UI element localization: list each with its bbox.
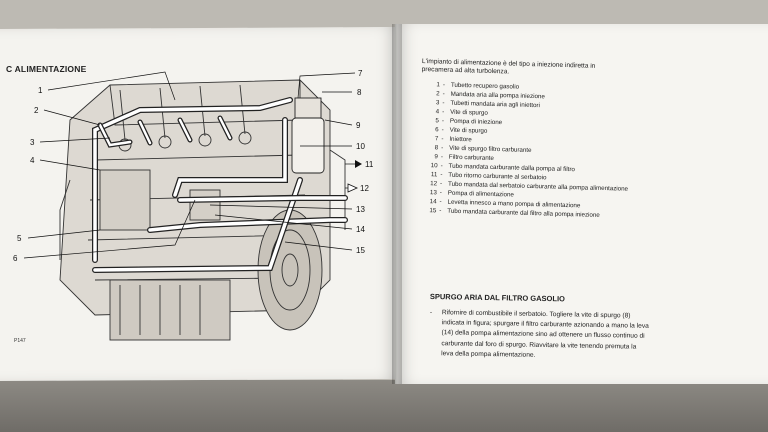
callout-14: 14 [356,225,365,234]
legend-number: 5 [435,117,439,125]
callout-3: 3 [30,138,35,147]
legend-number: 1 [436,81,440,89]
legend-number: 15 [429,207,437,215]
legend-number: 2 [436,90,440,98]
legend-dash: - [441,135,444,143]
callout-7: 7 [358,69,363,78]
legend-number: 7 [434,135,439,143]
callout-labels: 1 2 3 4 5 6 7 8 9 10 11 12 13 14 15 [13,69,374,263]
legend-dash: - [441,117,445,125]
legend-dash: - [442,108,445,116]
legend-number: 9 [434,153,438,161]
section-title: C ALIMENTAZIONE [6,64,87,74]
legend-number: 8 [434,144,439,152]
legend-number: 14 [429,198,437,206]
legend-dash: - [441,144,444,152]
purge-bullet: - [429,308,433,317]
legend-dash: - [440,171,443,179]
callout-11: 11 [365,160,374,169]
callout-6: 6 [13,254,18,263]
callout-8: 8 [357,88,362,97]
legend-number: 11 [430,171,438,179]
legend-dash: - [440,180,443,188]
legend-number: 3 [435,99,440,107]
legend-dash: - [440,162,443,170]
legend-number: 12 [430,180,438,188]
legend-number: 10 [430,162,438,170]
callout-9: 9 [356,121,361,130]
flow-arrows [347,160,362,193]
callout-15: 15 [356,246,365,255]
callout-13: 13 [356,205,365,214]
book-gutter [392,24,402,384]
callout-12: 12 [360,184,369,193]
legend-dash: - [441,126,444,134]
fuel-filter [291,97,325,174]
legend-number: 13 [429,189,437,197]
legend-dash: - [440,153,444,161]
engine-fuel-system-diagram: 1 2 3 4 5 6 7 8 9 10 11 12 13 14 15 [13,69,374,341]
callout-2: 2 [34,106,39,115]
legend-number: 6 [435,126,439,134]
callout-1: 1 [38,86,43,95]
leader-lines [23,71,360,259]
fuel-lines [92,97,348,273]
table-surface [0,380,768,432]
legend-dash: - [442,81,446,89]
callout-10: 10 [356,142,365,151]
callout-4: 4 [30,156,35,165]
purge-paragraph: - Rifornire di combustibile il serbatoio… [429,308,650,363]
right-page [395,24,768,384]
figure-code: P147 [14,338,26,344]
legend-number: 4 [435,108,440,116]
purge-text: Rifornire di combustibile il serbatoio. … [441,309,649,359]
callout-5: 5 [17,234,22,243]
